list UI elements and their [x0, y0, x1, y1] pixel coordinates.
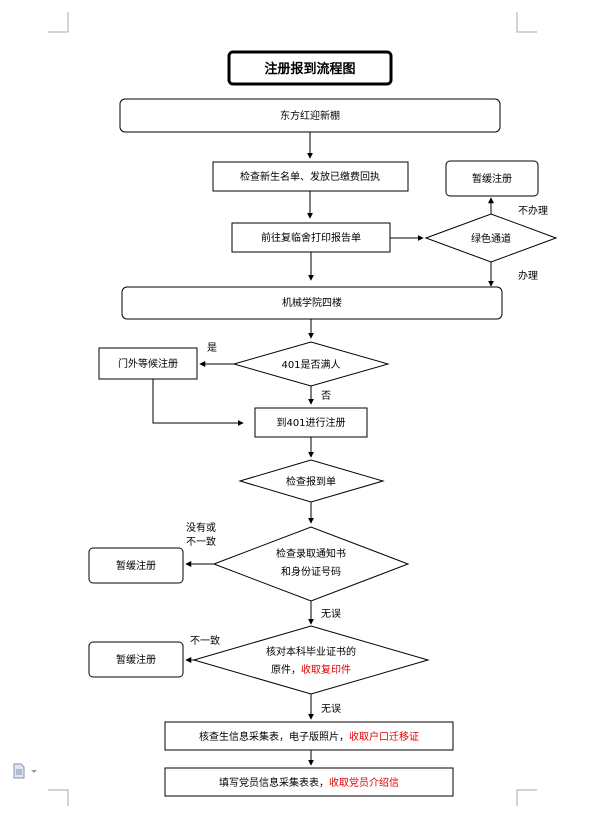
- node-room-full-label: 401是否满人: [281, 359, 340, 371]
- node-check-report: 检查报到单: [238, 459, 385, 503]
- page-title: 注册报到流程图: [264, 61, 355, 77]
- node-defer-low-label: 暂缓注册: [116, 653, 156, 666]
- node-check-notice: 检查录取通知书 和身份证号码: [212, 526, 410, 602]
- node-info-form-label: 核查生信息采集表，电子版照片，收取户口迁移证: [199, 730, 419, 743]
- node-wait-outside-label: 门外等候注册: [118, 357, 178, 370]
- node-verify-line1: 核对本科毕业证书的: [266, 645, 356, 658]
- document-icon[interactable]: [12, 763, 40, 779]
- node-defer-mid-label: 暂缓注册: [116, 559, 156, 572]
- node-defer-top-label: 暂缓注册: [472, 172, 512, 185]
- node-info-form-red: 收取户口迁移证: [349, 730, 419, 743]
- node-check-notice-line2: 和身份证号码: [281, 565, 341, 578]
- node-print-report: 前往复临舍打印报告单: [231, 222, 391, 253]
- node-defer-top: 暂缓注册: [445, 160, 539, 197]
- node-info-form-black: 核查生信息采集表，电子版照片，: [199, 730, 349, 743]
- node-register-401: 到401进行注册: [254, 407, 368, 438]
- edge-label-ok-1: 无误: [321, 608, 341, 620]
- node-defer-low: 暂缓注册: [88, 641, 184, 678]
- node-start-label: 东方红迎新棚: [280, 109, 340, 122]
- node-wait-outside: 门外等候注册: [98, 347, 198, 380]
- edge-label-yes: 是: [207, 342, 217, 354]
- node-check-list: 检查新生名单、发放已缴费回执: [212, 161, 409, 192]
- edge-label-missing-1: 没有或: [186, 521, 216, 534]
- node-info-form: 核查生信息采集表，电子版照片，收取户口迁移证: [164, 721, 454, 751]
- edge-wait-register: [152, 379, 244, 426]
- edge-label-missing-2: 不一致: [186, 535, 216, 548]
- node-party-form-red: 收取党员介绍信: [329, 776, 399, 789]
- node-party-form: 填写党员信息采集表表，收取党员介绍信: [164, 767, 454, 797]
- node-register-401-label: 到401进行注册: [276, 416, 345, 429]
- node-green-channel-label: 绿色通道: [471, 232, 511, 245]
- node-verify-line2-black: 原件，: [271, 664, 301, 676]
- title-box: 注册报到流程图: [227, 50, 393, 86]
- chevron-down-icon: [31, 770, 37, 773]
- node-defer-mid: 暂缓注册: [88, 547, 184, 584]
- node-room-full: 401是否满人: [232, 341, 390, 387]
- edge-label-no: 否: [321, 390, 331, 402]
- node-check-report-label: 检查报到单: [286, 475, 336, 488]
- edge-label-handle: 办理: [518, 269, 538, 282]
- node-party-form-black: 填写党员信息采集表表，: [219, 776, 329, 789]
- node-start: 东方红迎新棚: [119, 98, 501, 133]
- document-glyph: [13, 763, 37, 779]
- node-green-channel: 绿色通道: [424, 213, 558, 263]
- node-verify-line2-red: 收取复印件: [301, 663, 351, 676]
- node-verify-diploma: 核对本科毕业证书的 原件，收取复印件: [192, 625, 430, 695]
- edge-label-mismatch: 不一致: [190, 634, 220, 647]
- crop-marks: [48, 12, 537, 806]
- node-mech-building-label: 机械学院四楼: [282, 296, 342, 309]
- node-check-list-label: 检查新生名单、发放已缴费回执: [240, 170, 380, 183]
- edge-label-not-handle: 不办理: [518, 204, 548, 217]
- edge-label-ok-2: 无误: [321, 703, 341, 715]
- node-print-report-label: 前往复临舍打印报告单: [261, 231, 361, 244]
- node-verify-line2: 原件，收取复印件: [271, 663, 351, 676]
- node-check-notice-line1: 检查录取通知书: [276, 547, 346, 560]
- node-party-form-label: 填写党员信息采集表表，收取党员介绍信: [219, 776, 399, 789]
- node-mech-building: 机械学院四楼: [121, 286, 503, 320]
